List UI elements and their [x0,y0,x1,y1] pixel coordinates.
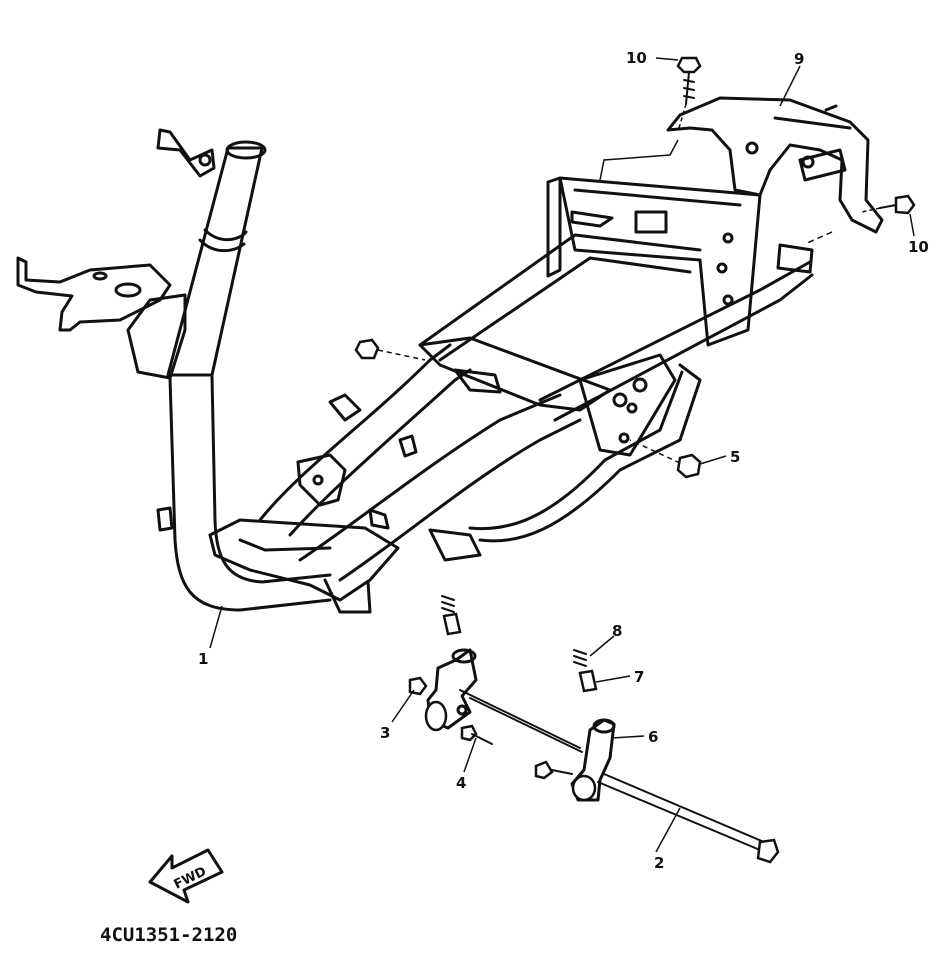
nut-left-frame [354,338,426,361]
bolt-stand-lower [534,760,573,780]
callout-7: 7 [634,668,644,686]
callout-8: 8 [612,622,622,640]
callout-2: 2 [654,854,664,872]
callout-5: 5 [730,448,740,466]
stand-bracket-right-part-6 [570,718,616,802]
spring-part-8 [573,649,587,667]
callout-numbers: 1 2 3 4 5 6 7 8 9 10 10 [198,49,929,872]
callout-leaders [209,57,915,853]
rear-bracket-part-9 [666,96,884,234]
callout-1: 1 [198,650,208,668]
callout-9: 9 [794,50,804,68]
main-frame-part-1 [16,128,814,614]
bolt-part-4 [460,724,493,745]
bolt-part-10-upper [676,56,702,129]
callout-10-upper: 10 [626,49,647,67]
diagram-reference-code: 4CU1351-2120 [100,924,238,946]
callout-10-right: 10 [908,238,929,256]
forward-direction-arrow: FWD [148,848,224,904]
spring-part-7 [578,669,598,693]
callout-3: 3 [380,724,390,742]
nut-part-5 [629,439,702,479]
spring-upper-left [441,595,462,636]
bolt-part-10-right [861,194,916,215]
callout-6: 6 [648,728,658,746]
stand-bracket-left [424,648,478,732]
pivot-shaft-part-2 [459,689,780,864]
callout-4: 4 [456,774,466,792]
